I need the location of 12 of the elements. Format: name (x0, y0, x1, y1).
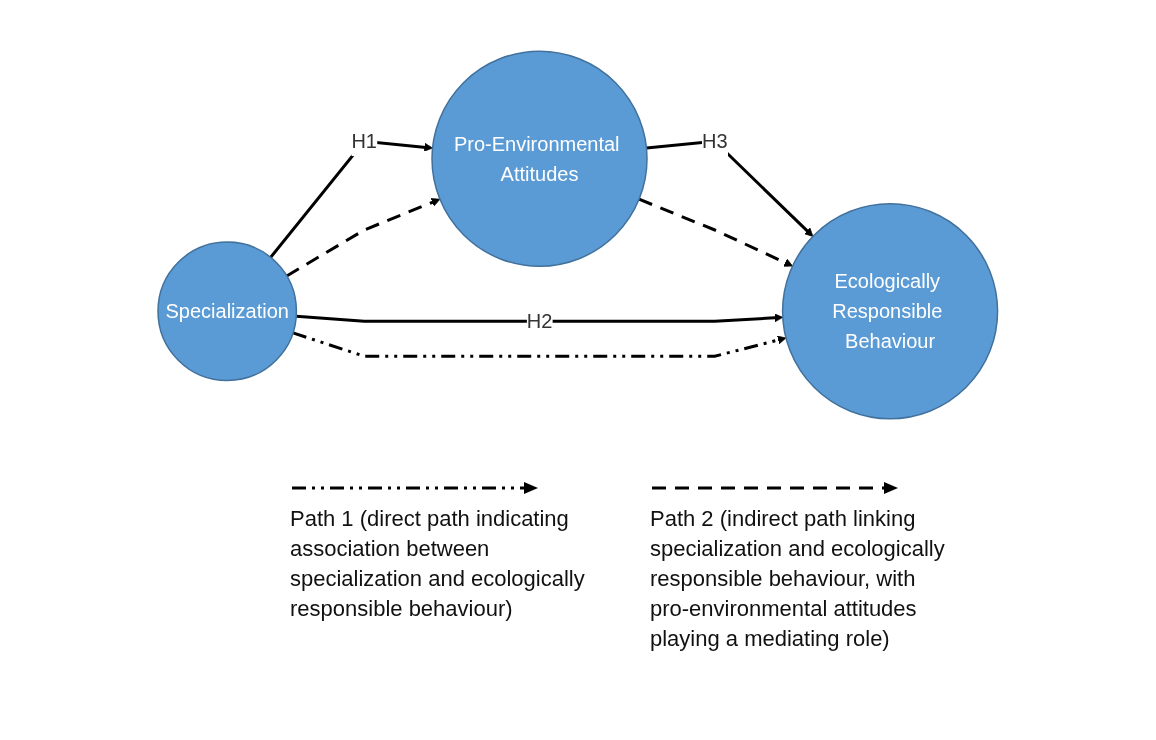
node-circle: Pro-Environmental Attitudes (431, 50, 648, 267)
arrow (286, 198, 441, 278)
legend-text: Path 1 (direct path indicating association between specialization and ecologically responsible behaviour) (290, 505, 586, 623)
legend-text: Path 2 (indirect path linking specialization and ecologically responsible behaviour, with pro-environmental attitudes playing a mediating role) (650, 505, 946, 653)
arrow (292, 331, 787, 358)
node-circle: Specialization (157, 241, 298, 382)
edge-label: H3 (702, 130, 728, 153)
arrow (296, 313, 784, 323)
edge-label: H1 (351, 130, 378, 153)
edge-label: H2 (526, 310, 553, 333)
node-circle: Ecologically Responsible Behaviour (782, 203, 999, 420)
arrow (638, 197, 794, 267)
